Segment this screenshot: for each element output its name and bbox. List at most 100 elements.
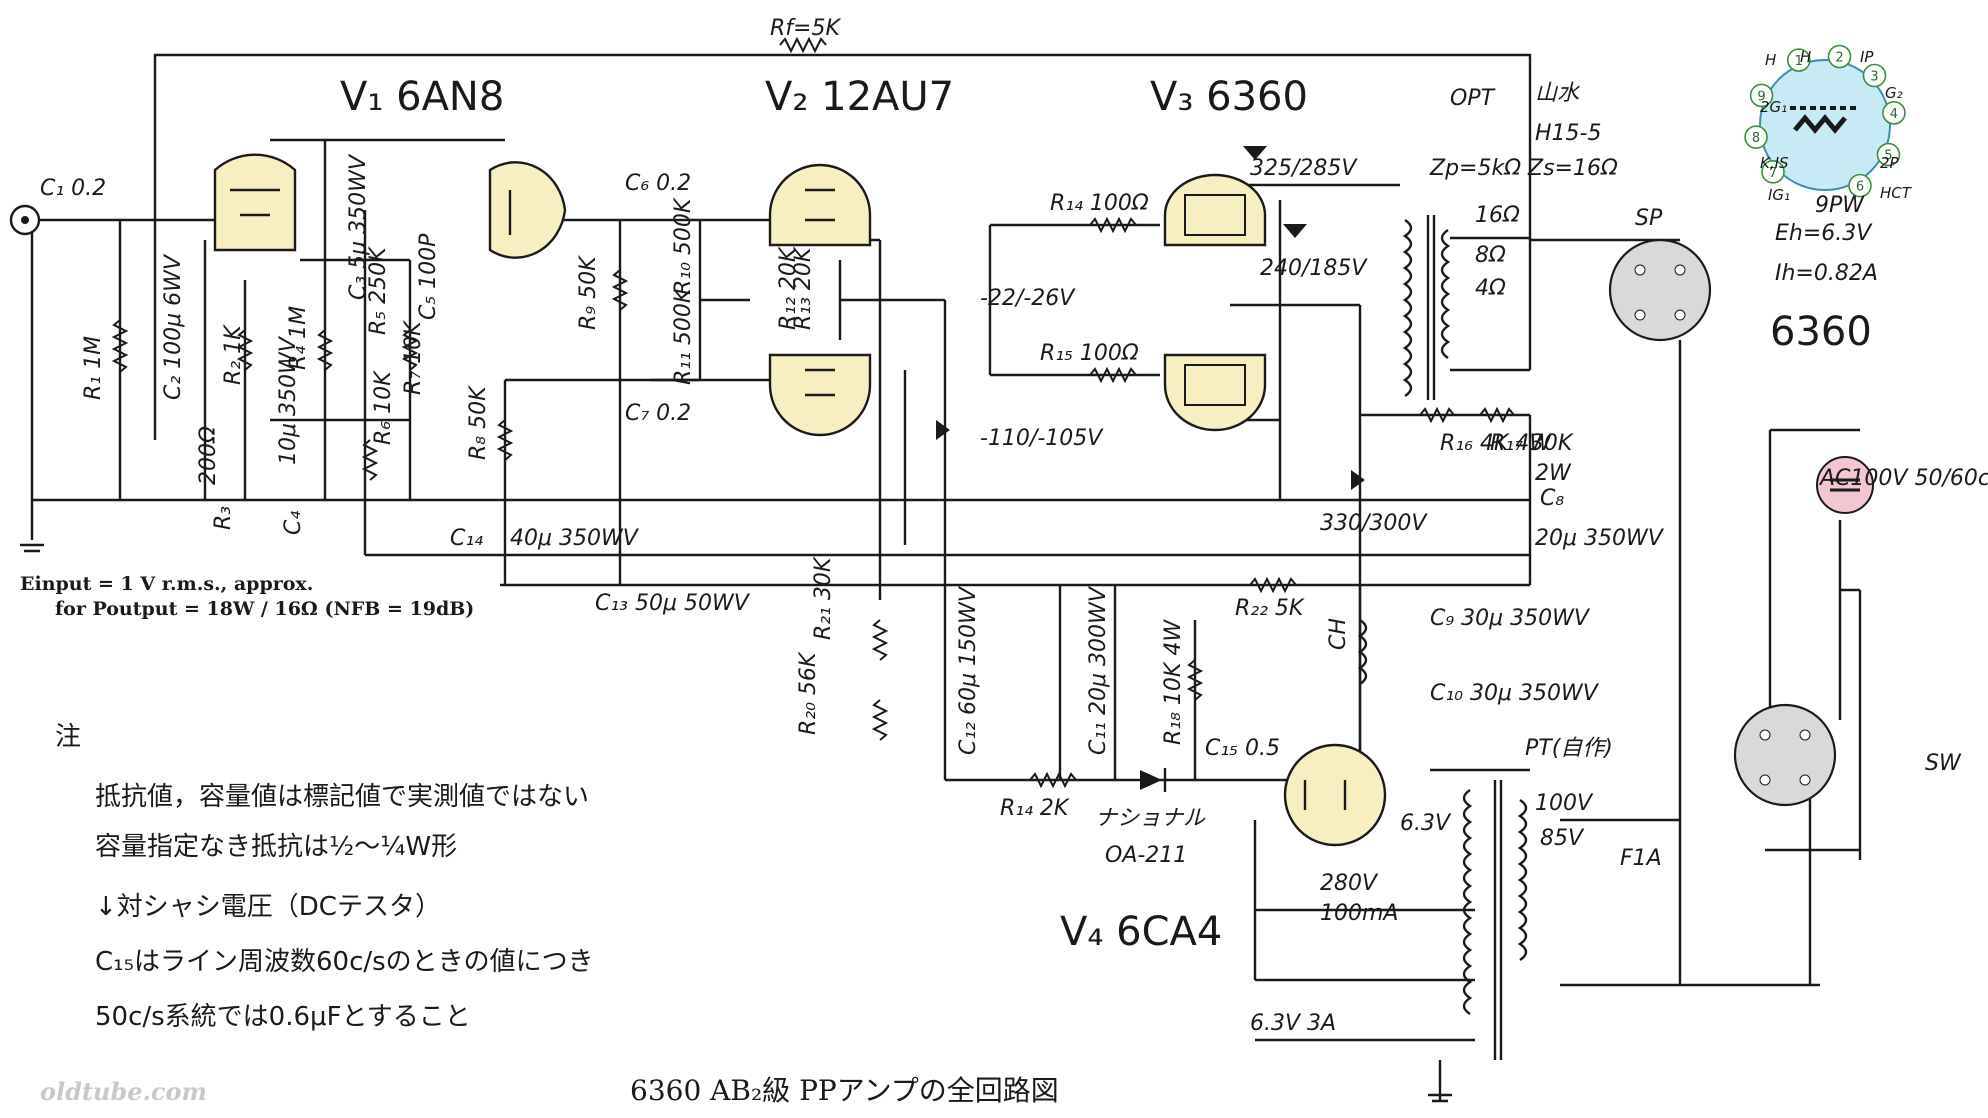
component-label: 200Ω <box>196 426 221 485</box>
opt-label: OPT <box>1450 86 1496 111</box>
voltage-bias: -22/-26V <box>980 286 1076 311</box>
component-label: F1A <box>1620 846 1662 871</box>
mains-outlet <box>1733 703 1837 807</box>
opt-tap-16: 16Ω <box>1475 203 1520 228</box>
pin-number: 6 <box>1856 180 1864 195</box>
pinout-eh: Eh=6.3V <box>1775 221 1873 246</box>
component-label: R₁₇ 30K <box>1490 431 1574 456</box>
component-label: C₁₂ 60μ 150WV <box>956 585 981 755</box>
component-label: C₁₀ 30μ 350WV <box>1430 681 1600 706</box>
component-label: C₂ 100μ 6WV <box>161 253 186 400</box>
component-label: R₁₁ 500K <box>671 287 696 385</box>
pin-circle <box>1749 83 1774 108</box>
choke <box>1357 619 1368 685</box>
diagram-caption: 6360 AB₂級 PPアンプの全回路図 <box>630 1074 1059 1107</box>
component-label: CH <box>1326 618 1351 650</box>
component-label: 6.3V 3A <box>1250 1011 1336 1036</box>
tube-v2a <box>768 163 872 247</box>
notes-line-5: 50c/s系統では0.6μFとすること <box>95 1002 471 1032</box>
component-label: C₁₄ <box>450 526 483 551</box>
pin-label: 2G₁ <box>1760 98 1787 116</box>
pin-circle <box>1882 101 1906 125</box>
voltage-v3-screen: 240/185V <box>1260 256 1368 281</box>
component-label: R₁ 1M <box>81 336 106 400</box>
component-label: 20μ 350WV <box>1535 526 1665 551</box>
component-label: 6.3V <box>1400 811 1452 836</box>
component-label: R₁₀ 500K <box>671 197 696 295</box>
resistors <box>111 36 1515 789</box>
component-label: 2W <box>1535 461 1572 486</box>
notes-line-4: C₁₅はライン周波数60c/sのときの値につき <box>95 947 594 977</box>
component-label: R₁₃ 20K <box>791 246 816 330</box>
pin-number: 4 <box>1890 107 1898 122</box>
pin-label: K,IS <box>1760 154 1789 172</box>
component-label: R₁₈ 10K 4W <box>1161 619 1186 745</box>
tube-v3a <box>1163 173 1267 247</box>
pin-circle <box>1848 173 1872 198</box>
component-label: R₁₄ 2K <box>1000 796 1070 821</box>
tube-v4-label: V₄ 6CA4 <box>1060 909 1222 955</box>
pin-number: 7 <box>1769 166 1777 181</box>
tube-v4 <box>1283 743 1387 847</box>
component-label: R₂₂ 5K <box>1235 596 1305 621</box>
pin-label: HCT <box>1880 184 1913 202</box>
component-label: C₅ 100P <box>416 233 441 320</box>
pin-number: 1 <box>1795 54 1803 69</box>
notes-line-2: 容量指定なき抵抗は½〜¼W形 <box>95 832 457 862</box>
component-label: R₄ 1M <box>286 306 311 370</box>
component-label: 10μ 350WV <box>276 335 301 465</box>
pin-circle <box>1761 160 1785 184</box>
component-label: R₉ 50K <box>576 255 601 330</box>
component-label: R₁₅ 100Ω <box>1040 341 1139 366</box>
pin-label: IG₁ <box>1768 186 1790 204</box>
component-label: SW <box>1925 751 1962 776</box>
component-label: C₄ <box>281 511 306 535</box>
tube-v3-label: V₃ 6360 <box>1150 74 1308 120</box>
pin-number: 9 <box>1757 89 1765 104</box>
notes-title: 注 <box>55 722 81 752</box>
component-label: C₁₁ 20μ 300WV <box>1086 585 1111 755</box>
output-transformer <box>1402 215 1451 400</box>
diode-oa211 <box>1140 768 1167 792</box>
tube-v3b <box>1163 353 1267 432</box>
pin-circle <box>1744 125 1768 149</box>
pin-number: 8 <box>1752 131 1760 146</box>
component-label: ナショナル <box>1095 806 1206 831</box>
component-label: OA-211 <box>1105 843 1187 868</box>
component-label: 100V <box>1535 791 1594 816</box>
pin-circle <box>1827 44 1852 69</box>
voltage-bplus: 330/300V <box>1320 511 1428 536</box>
speaker-socket <box>1608 238 1712 342</box>
component-label: C₃ 5μ 350WV <box>346 153 371 300</box>
notes-line-1: 抵抗値，容量値は標記値で実測値ではない <box>95 782 589 812</box>
pinout-tube: 6360 <box>1770 309 1872 355</box>
pin-label: 2P <box>1880 154 1900 172</box>
voltage-v3-plate: 325/285V <box>1250 156 1358 181</box>
opt-maker: 山水 <box>1535 81 1580 106</box>
opt-impedance: Zp=5kΩ Zs=16Ω <box>1429 156 1618 181</box>
input-note-line2: for Poutput = 18W / 16Ω (NFB = 19dB) <box>55 598 474 620</box>
component-label: 40μ 350WV <box>510 526 640 551</box>
component-label: R₁₂ 20K <box>776 246 801 330</box>
component-label: R₃ <box>211 506 236 530</box>
component-label: R₂₀ 56K <box>796 651 821 735</box>
component-label: SP <box>1635 206 1663 231</box>
component-label: C₉ 30μ 350WV <box>1430 606 1591 631</box>
component-label: R₈ 50K <box>466 385 491 460</box>
component-label: R₁₆ 4K 4W <box>1440 431 1552 456</box>
pilot-lamp <box>1816 456 1874 514</box>
component-label: R₆ 10K <box>371 370 396 445</box>
pin-label: H <box>1765 51 1776 69</box>
ground-symbols <box>20 543 1452 1103</box>
tube-v2-label: V₂ 12AU7 <box>765 74 954 120</box>
component-label: C₁ 0.2 <box>40 176 106 201</box>
component-label: C₁₅ 0.5 <box>1205 736 1280 761</box>
pin-circle <box>1862 63 1887 88</box>
component-label: PT(自作) <box>1525 736 1613 761</box>
component-label: AC100V 50/60c/s <box>1818 466 1988 491</box>
pin-number: 2 <box>1835 51 1843 66</box>
pin-circle <box>1876 142 1901 167</box>
pin-label: IP <box>1860 48 1874 66</box>
component-label: 280V <box>1320 871 1379 896</box>
